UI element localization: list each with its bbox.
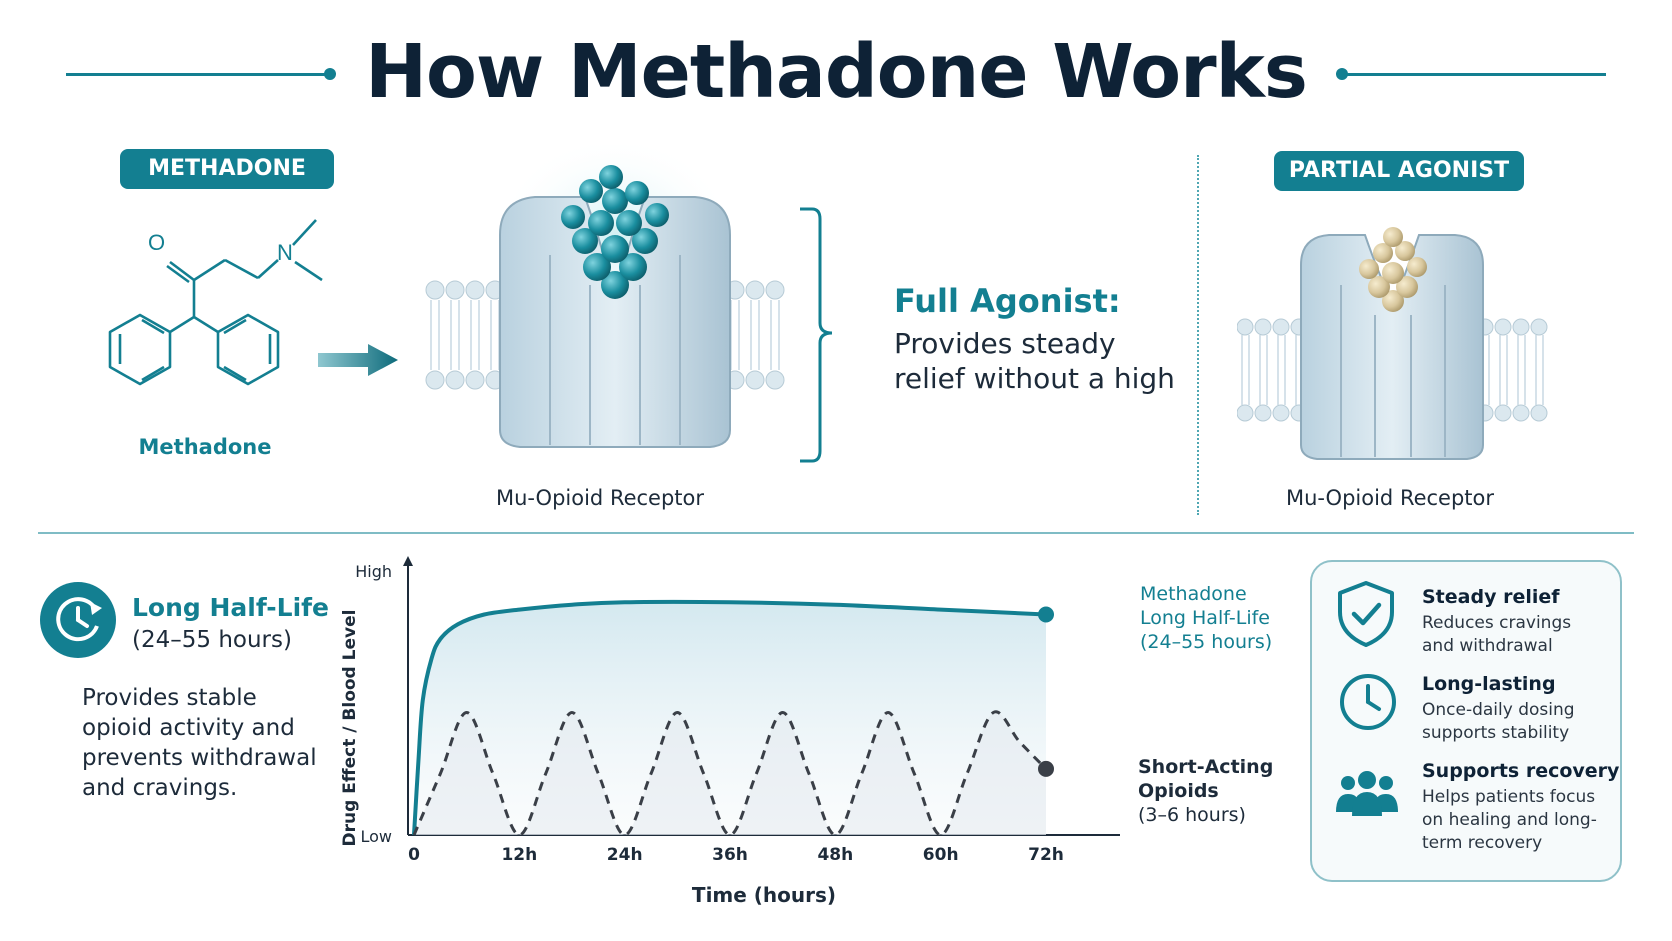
methadone-endpoint-marker [1038,606,1054,623]
chart-x-tick-label: 72h [1028,845,1064,865]
section-divider [38,532,1634,534]
methadone-series-label-line: Long Half-Life [1140,607,1270,629]
chart-y-axis-arrow [403,556,413,566]
full-agonist-receptor-label: Mu-Opioid Receptor [495,486,705,510]
title-rule-left-dot [324,68,336,80]
agonist-bracket [800,207,833,463]
benefit-desc-line: Once-daily dosing [1422,700,1575,720]
half-life-subtitle: (24–55 hours) [132,627,292,653]
chart-x-tick-label: 48h [817,845,853,865]
short-acting-series-label-line: Opioids [1138,780,1219,802]
people-group-icon [1336,771,1398,816]
methadone-structure: O N [108,219,323,386]
short-acting-series-label-line: Short-Acting [1138,756,1274,778]
benefit-desc-line: Helps patients focus [1422,787,1596,807]
chart-y-axis-label: Drug Effect / Blood Level [340,610,360,847]
methadone-series-line [412,599,1047,836]
partial-agonist-badge: PARTIAL AGONIST [1274,151,1524,191]
half-life-chart: Drug Effect / Blood Level High Low 0 12h 2… [340,556,1120,907]
nitrogen-atom: N [277,240,293,265]
panel-divider [1197,155,1199,515]
oxygen-atom: O [148,230,165,255]
short-acting-area-fill [414,711,1046,835]
methadone-series-label-line: (24–55 hours) [1140,631,1273,653]
half-life-desc-line: and cravings. [82,775,238,801]
full-agonist-desc-line2: relief without a high [894,362,1175,395]
chart-x-tick-label: 12h [501,845,537,865]
partial-agonist-receptor [1237,227,1548,460]
benefit-title: Supports recovery [1422,760,1620,782]
short-acting-series-label: Short-Acting Opioids (3–6 hours) [1138,755,1273,827]
benefit-title: Steady relief [1422,586,1560,608]
shield-check-icon [1338,581,1394,647]
short-acting-series-line [412,710,1048,837]
chart-y-low-label: Low [360,827,392,846]
benefit-title: Long-lasting [1422,673,1556,695]
short-acting-endpoint-marker [1038,760,1054,777]
benefits-card: Steady relief Reduces cravings and withd… [1310,560,1622,882]
methadone-series-label: Methadone Long Half-Life (24–55 hours) [1140,582,1272,654]
half-life-desc-line: prevents withdrawal [82,745,317,771]
half-life-desc: Provides stable opioid activity and prev… [82,683,317,803]
half-life-desc-line: Provides stable [82,685,257,711]
benefit-desc-line: and withdrawal [1422,636,1553,656]
chart-x-tick-label: 24h [607,845,643,865]
methadone-area-fill [414,601,1046,835]
benefit-desc-line: Reduces cravings [1422,613,1572,633]
benefit-desc: Once-daily dosing supports stability [1422,699,1575,745]
page-title: How Methadone Works [365,29,1308,115]
methadone-series-label-line: Methadone [1140,583,1247,605]
benefit-desc-line: on healing and long- [1422,810,1597,830]
full-agonist-heading: Full Agonist: [894,282,1121,320]
methadone-badge: METHADONE [120,149,334,189]
benefit-desc: Reduces cravings and withdrawal [1422,612,1571,658]
half-life-desc-line: opioid activity and [82,715,295,741]
half-life-title: Long Half-Life [132,593,330,622]
binding-arrow-icon [318,344,398,376]
clock-refresh-icon [40,582,116,658]
benefit-desc: Helps patients focus on healing and long… [1422,786,1597,855]
chart-x-tick-label: 36h [712,845,748,865]
benefit-desc-line: supports stability [1422,723,1570,743]
chart-x-axis-label: Time (hours) [692,883,836,907]
molecule-label: Methadone [138,435,272,459]
full-agonist-receptor [425,145,785,448]
chart-y-high-label: High [355,562,392,581]
benefit-desc-line: term recovery [1422,833,1543,853]
clock-icon [1340,674,1396,730]
short-acting-series-label-line: (3–6 hours) [1138,804,1246,826]
chart-x-tick-label: 0 [408,845,420,865]
chart-x-tick-label: 60h [923,845,959,865]
partial-agonist-receptor-label: Mu-Opioid Receptor [1285,486,1495,510]
full-agonist-desc-line1: Provides steady [894,327,1116,360]
title-rule-right [1342,73,1606,76]
title-rule-left [66,73,330,76]
